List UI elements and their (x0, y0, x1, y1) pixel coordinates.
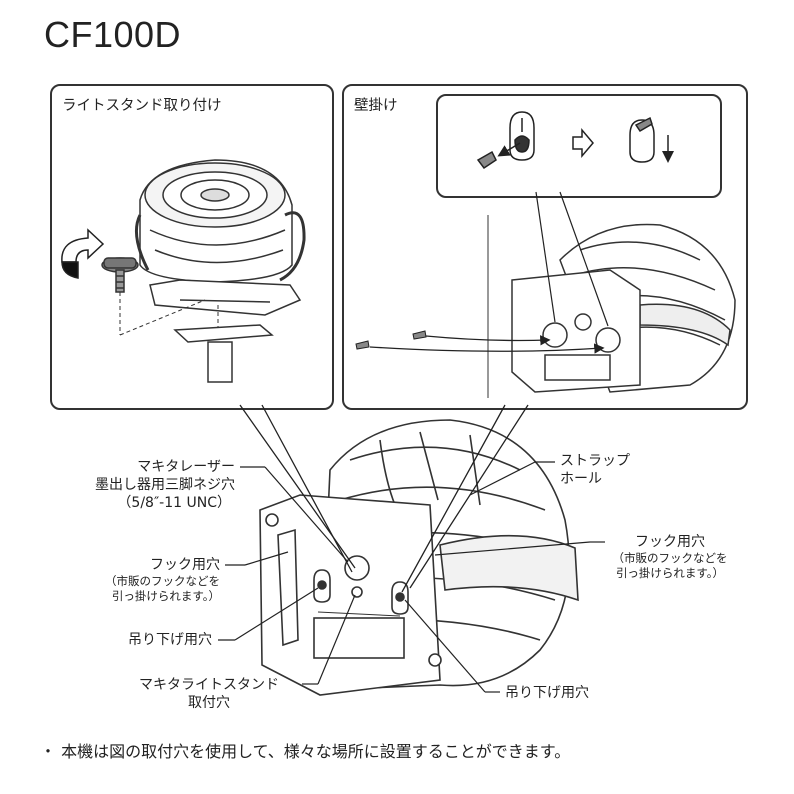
laser-mount-label: マキタレーザー 墨出し器用三脚ネジ穴 （5/8″-11 UNC） (50, 458, 235, 512)
strap-hole-label: ストラップ ホール (560, 452, 630, 488)
main-fan-drawing (259, 419, 579, 696)
wall-screws-drawing (355, 330, 427, 350)
light-stand-panel-label: ライトスタンド取り付け (62, 98, 222, 114)
keyhole-screw-step1-drawing (476, 111, 535, 170)
hook-hole-left-title: フック用穴 (150, 557, 220, 573)
hook-hole-right-title: フック用穴 (635, 534, 705, 550)
hanging-hole-left-label: 吊り下げ用穴 (128, 632, 212, 648)
hook-hole-right-note1: （市販のフックなどを (612, 551, 728, 565)
light-stand-hole-line1: マキタライトスタンド (139, 677, 279, 693)
laser-mount-line3: （5/8″-11 UNC） (117, 495, 231, 511)
hook-hole-right-note2: 引っ掛けられます。） (615, 566, 725, 580)
wall-mount-panel-label: 壁掛け (354, 98, 398, 114)
laser-mount-line1: マキタレーザー (137, 459, 235, 475)
knob-screw-drawing (101, 257, 139, 293)
light-stand-fan-drawing (134, 159, 306, 316)
hook-hole-right-label: フック用穴 （市販のフックなどを 引っ掛けられます。） (600, 533, 740, 581)
footer-note: ・ 本機は図の取付穴を使用して、様々な場所に設置することができます。 (40, 742, 571, 761)
light-stand-hole-line2: 取付穴 (188, 695, 230, 711)
wall-mount-fan-drawing (511, 223, 736, 393)
model-title: CF100D (44, 14, 182, 55)
rotate-arrow-icon (61, 228, 105, 279)
right-arrow-icon (572, 127, 594, 159)
light-stand-hole-label: マキタライトスタンド 取付穴 (120, 676, 298, 712)
laser-mount-line2: 墨出し器用三脚ネジ穴 (95, 477, 235, 493)
hook-hole-left-note2: 引っ掛けられます。） (111, 589, 220, 603)
hook-hole-left-label: フック用穴 （市販のフックなどを 引っ掛けられます。） (60, 556, 220, 604)
light-stand-plate-drawing (173, 324, 274, 383)
strap-hole-line1: ストラップ (560, 453, 630, 469)
hanging-hole-right-label: 吊り下げ用穴 (505, 685, 589, 701)
hook-hole-left-note1: （市販のフックなどを (105, 574, 220, 588)
keyhole-screw-step2-drawing (629, 116, 674, 163)
strap-hole-line2: ホール (560, 471, 602, 487)
